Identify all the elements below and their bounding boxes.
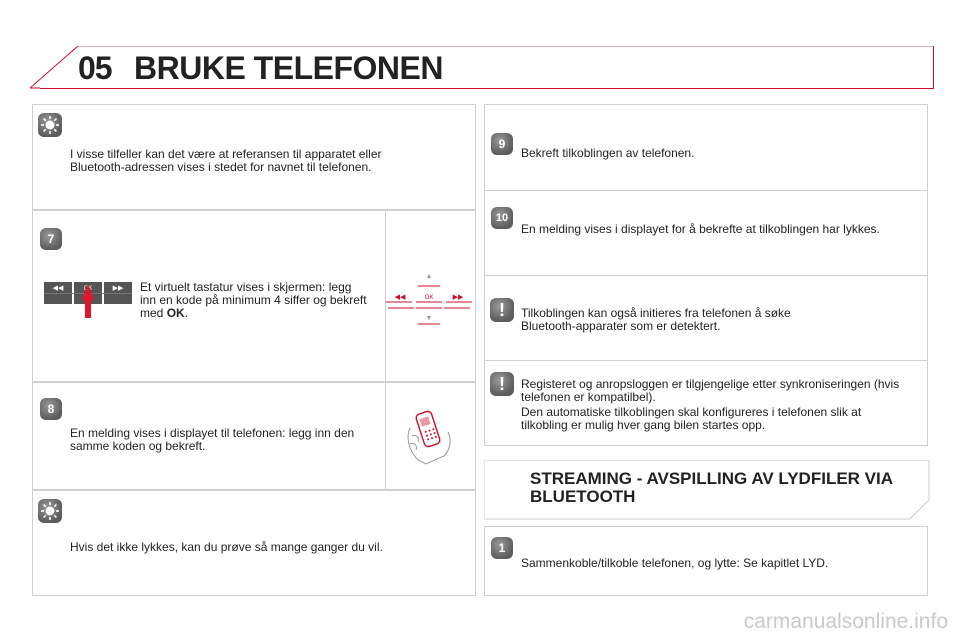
page-title: BRUKE TELEFONEN — [134, 50, 443, 86]
header-right-line — [933, 46, 934, 88]
virtual-keypad-icon: ▲ ◀◀ OK ▶▶ ▼ — [386, 273, 472, 325]
tip-text-bottom: Hvis det ikke lykkes, kan du prøve så ma… — [70, 540, 383, 554]
warning-text-2b: Den automatiske tilkoblingen skal konfig… — [521, 405, 862, 432]
warning-text-1: Tilkoblingen kan også initieres fra tele… — [521, 306, 791, 333]
svg-text:◀◀: ◀◀ — [395, 294, 406, 301]
svg-text:▼: ▼ — [426, 315, 433, 322]
step-1-box — [484, 526, 928, 596]
divider-10-warn — [484, 275, 928, 276]
step-1-text: Sammenkoble/tilkoble telefonen, og lytte… — [521, 556, 829, 570]
watermark-text: carmanualsonline.info — [743, 610, 948, 633]
svg-text:▲: ▲ — [426, 273, 433, 280]
tip-lamp-icon — [38, 113, 62, 137]
svg-text:OK: OK — [425, 295, 434, 301]
step-9-text: Bekreft tilkoblingen av telefonen. — [521, 146, 695, 160]
tip-box-top — [32, 104, 476, 210]
step-7-text: Et virtuelt tastatur vises i skjermen: l… — [140, 280, 367, 320]
tip-text-top: I visse tilfeller kan det være at refera… — [70, 147, 382, 174]
tip-lamp-icon-2 — [38, 499, 62, 523]
divider-warn-warn — [484, 360, 928, 361]
svg-text:▶▶: ▶▶ — [113, 285, 124, 292]
step-7-badge: 7 — [40, 228, 62, 250]
warning-icon-2: ! — [490, 372, 514, 396]
svg-text:◀◀: ◀◀ — [53, 285, 64, 292]
phone-in-hand-icon — [407, 410, 451, 465]
streaming-section-title: STREAMING - AVSPILLING AV LYDFILER VIA B… — [530, 469, 893, 506]
warning-icon-1: ! — [490, 298, 514, 322]
header-top-line — [78, 46, 934, 47]
step-9-badge: 9 — [491, 133, 513, 155]
step-10-badge: 10 — [491, 207, 513, 229]
header-rule — [40, 88, 934, 89]
streaming-header-frame — [484, 460, 930, 520]
chapter-number: 05 — [78, 50, 113, 86]
step-8-badge: 8 — [40, 398, 62, 420]
header-corner-decoration — [30, 46, 79, 89]
step-10-text: En melding vises i displayet for å bekre… — [521, 222, 880, 236]
step-8-text: En melding vises i displayet til telefon… — [70, 426, 355, 453]
warning-text-2a: Registeret og anropsloggen er tilgjengel… — [521, 377, 900, 404]
svg-text:▶▶: ▶▶ — [453, 294, 464, 301]
step-1-badge: 1 — [491, 537, 513, 559]
step-8-box — [32, 382, 476, 490]
divider-9-10 — [484, 190, 928, 191]
virtual-keyboard-keys-icon: ◀◀ OK ▶▶ — [44, 282, 132, 318]
tip-box-bottom — [32, 490, 476, 596]
